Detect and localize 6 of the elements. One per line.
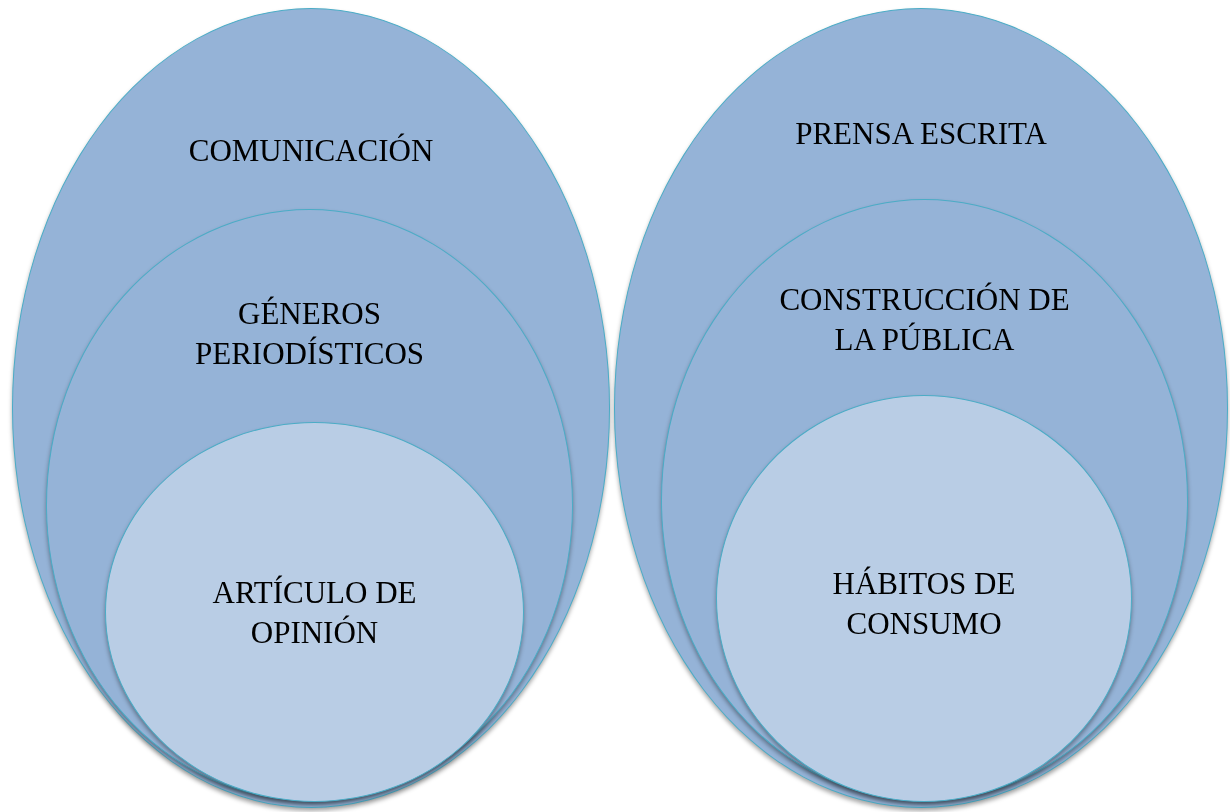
ellipse-label: CONSTRUCCIÓN DE LA PÚBLICA — [778, 281, 1071, 360]
ellipse-label: HÁBITOS DE CONSUMO — [831, 565, 1017, 644]
ellipse-label: COMUNICACIÓN — [187, 132, 435, 170]
ellipse-label: GÉNEROS PERIODÍSTICOS — [193, 295, 426, 374]
ellipse-label: ARTÍCULO DE OPINIÓN — [211, 574, 418, 653]
ellipse-label: PRENSA ESCRITA — [794, 115, 1048, 153]
